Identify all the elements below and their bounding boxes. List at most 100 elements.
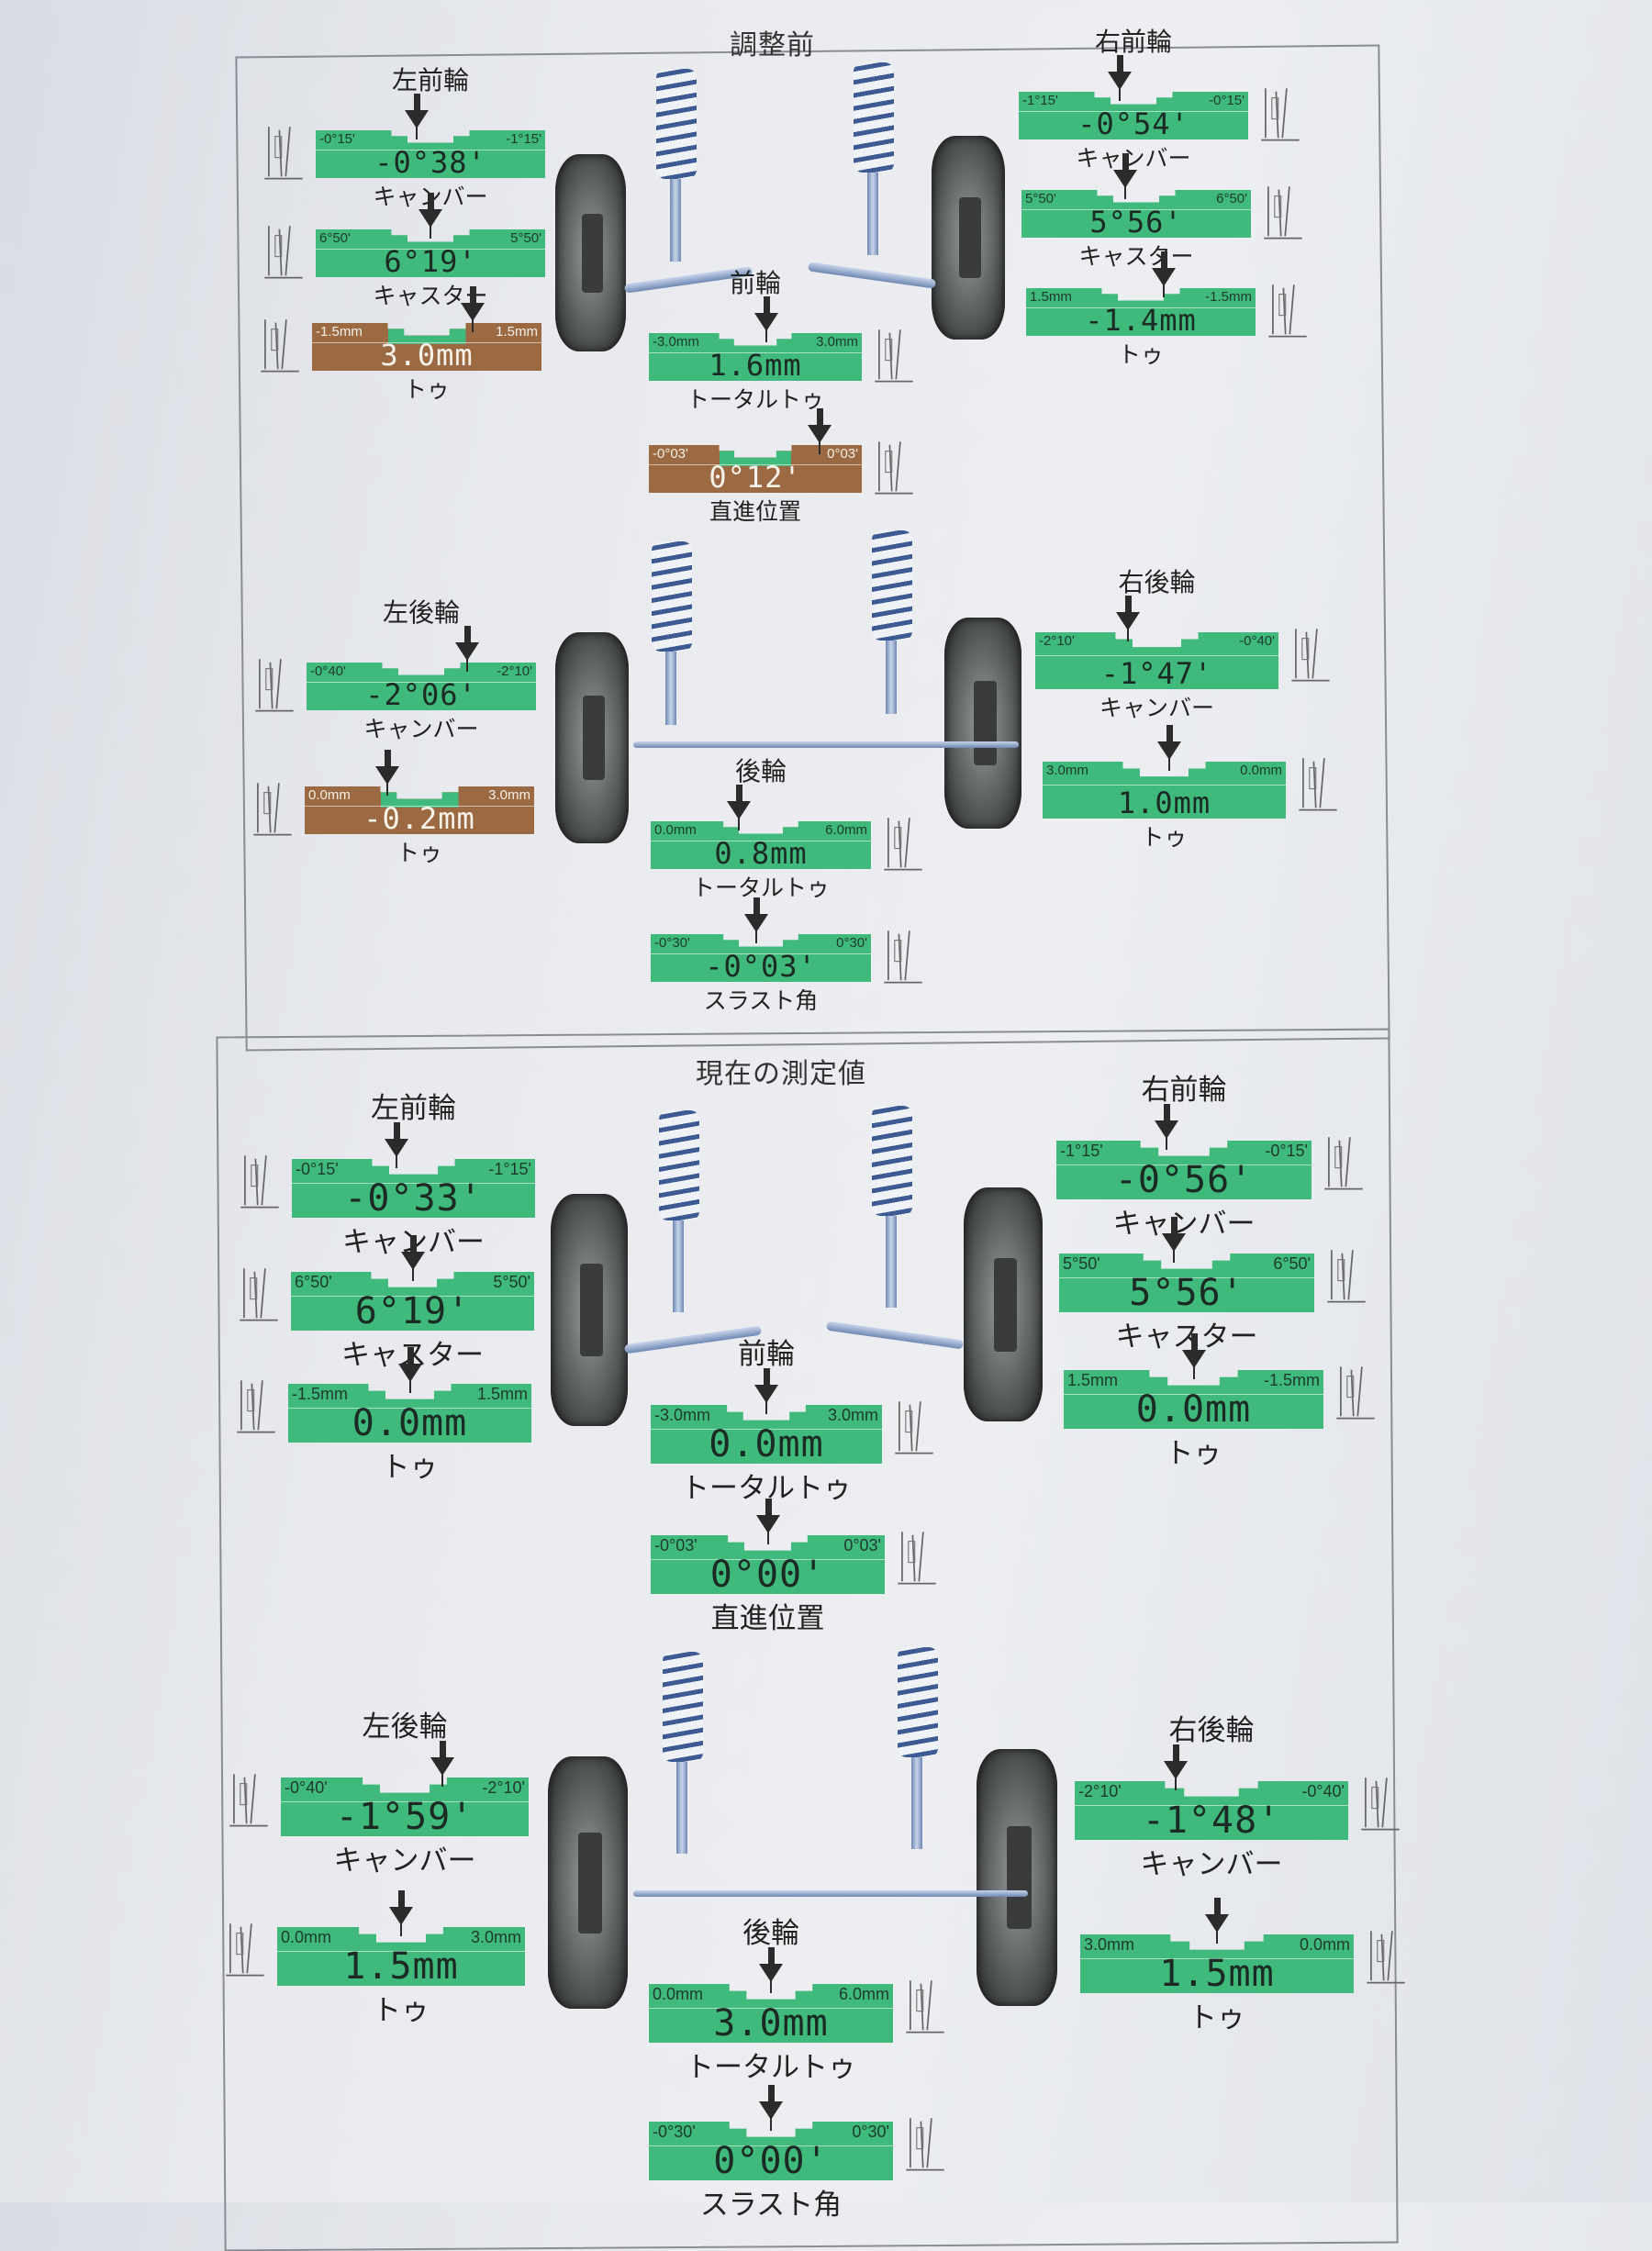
wheel-position-label: 前輪 — [738, 1338, 795, 1371]
range-min-label: -0°30' — [653, 2123, 696, 2141]
range-min-label: 1.5mm — [1067, 1371, 1119, 1389]
wheel-position-label: 右前輪 — [1141, 1074, 1227, 1107]
spring-icon — [663, 1652, 703, 1762]
axle-icon — [633, 1890, 1028, 1897]
measurement-caption: トータルトゥ — [686, 2051, 856, 2084]
scale-divider — [1064, 1393, 1323, 1395]
pointer-arrow-icon — [375, 750, 399, 797]
measurement-caption: トゥ — [381, 1451, 439, 1484]
pointer-arrow-icon — [755, 1499, 780, 1546]
range-min-label: 5°50' — [1025, 191, 1056, 206]
range-max-label: 0°03' — [827, 446, 858, 462]
measurement-caption: トゥ — [1141, 824, 1188, 851]
measured-value: 5°56' — [1129, 1272, 1245, 1314]
spring-icon — [656, 69, 697, 179]
range-max-label: 1.5mm — [496, 324, 538, 340]
range-min-label: -1.5mm — [316, 324, 363, 340]
scale-divider — [651, 1428, 882, 1430]
strut-icon — [670, 179, 681, 262]
strut-icon — [867, 173, 878, 255]
measurement-caption: トータルトゥ — [691, 875, 830, 901]
gauge-rf-caster: 5°50'6°50'5°56'キャスター — [1059, 1217, 1366, 1354]
scale-divider — [649, 2145, 893, 2146]
range-min-label: 3.0mm — [1046, 763, 1088, 778]
scale-divider — [281, 1800, 529, 1802]
wheel-position-label: 右前輪 — [1094, 27, 1172, 57]
range-max-label: 5°50' — [493, 1273, 530, 1291]
range-min-label: -1°15' — [1022, 93, 1058, 108]
measured-value: 3.0mm — [713, 2002, 829, 2045]
toe-diagram-icon — [873, 324, 915, 388]
axle-icon — [633, 741, 1019, 748]
measured-value: -0°38' — [374, 145, 486, 180]
caster-diagram-icon — [262, 220, 305, 284]
measured-value: 5°56' — [1089, 205, 1183, 240]
gauge-lf-caster: 6°50'5°50'6°19'キャスター — [264, 193, 545, 309]
pointer-arrow-icon — [1162, 1217, 1187, 1265]
measured-value: 1.0mm — [1117, 786, 1211, 820]
range-min-label: -3.0mm — [654, 1406, 711, 1424]
measured-value: -1.4mm — [1085, 303, 1197, 338]
measurement-caption: キャスター — [373, 283, 488, 309]
measurement-caption: 直進位置 — [710, 1602, 825, 1635]
wheel-position-label: 前輪 — [729, 268, 781, 298]
pointer-arrow-icon — [1152, 251, 1176, 299]
wheel-icon — [964, 1187, 1043, 1421]
pointer-arrow-icon — [754, 1368, 778, 1416]
toe-diagram-icon — [893, 1396, 935, 1460]
range-max-label: 3.0mm — [470, 1928, 521, 1946]
wheel-icon — [548, 1756, 628, 2009]
scale-divider — [305, 805, 534, 807]
measurement-caption: トゥ — [396, 840, 442, 866]
measured-value: 0°00' — [713, 2140, 829, 2182]
measurement-caption: トゥ — [403, 376, 450, 403]
scale-divider — [649, 2007, 893, 2009]
range-min-label: -0°30' — [654, 935, 690, 951]
gauge-rf-camber: -1°15'-0°15'-0°56'キャンバー右前輪 — [1056, 1074, 1363, 1241]
measured-value: -1°47' — [1100, 656, 1213, 691]
scale-divider — [288, 1407, 531, 1409]
strut-icon — [676, 1762, 687, 1854]
measurement-caption: キャンバー — [333, 1844, 476, 1878]
camber-diagram-icon — [239, 1150, 281, 1214]
range-min-label: 0.0mm — [654, 822, 697, 838]
scale-divider — [1026, 306, 1256, 308]
toe-diagram-icon — [1297, 752, 1339, 817]
range-max-label: 0.0mm — [1299, 1935, 1350, 1954]
range-min-label: 0.0mm — [281, 1928, 332, 1946]
toe-diagram-icon — [235, 1375, 277, 1439]
range-min-label: 5°50' — [1063, 1254, 1100, 1273]
gauge-r-thrust: -0°30'0°30'-0°03'スラスト角 — [651, 897, 922, 1014]
camber-diagram-icon — [1259, 83, 1301, 147]
scale-divider — [1075, 1804, 1348, 1806]
toe-diagram-icon — [224, 1918, 266, 1982]
toe-diagram-icon — [904, 1975, 946, 2039]
range-min-label: -0°15' — [319, 131, 355, 147]
range-max-label: -1°15' — [488, 1160, 531, 1178]
pointer-arrow-icon — [1108, 55, 1132, 103]
wheel-icon — [932, 136, 1005, 340]
camber-diagram-icon — [1289, 623, 1332, 687]
range-min-label: -1°15' — [1060, 1142, 1103, 1160]
range-max-label: -1°15' — [506, 131, 541, 147]
measured-value: -0°54' — [1077, 106, 1189, 141]
wheel-position-label: 左前輪 — [391, 65, 469, 95]
range-max-label: 6.0mm — [838, 1985, 889, 2003]
gauge-rf-camber: -1°15'-0°15'-0°54'キャンバー右前輪 — [1019, 27, 1300, 172]
range-max-label: 1.5mm — [476, 1385, 528, 1403]
measured-value: 3.0mm — [380, 338, 474, 373]
scale-divider — [292, 1182, 535, 1184]
pointer-arrow-icon — [1154, 1104, 1178, 1152]
measurement-caption: トゥ — [373, 1994, 430, 2027]
pointer-arrow-icon — [727, 785, 751, 832]
pointer-arrow-icon — [400, 1235, 425, 1283]
range-min-label: 6°50' — [295, 1273, 332, 1291]
range-min-label: 0.0mm — [308, 787, 351, 803]
wheel-icon — [555, 632, 629, 843]
pointer-arrow-icon — [807, 408, 832, 456]
measured-value: 6°19' — [354, 1290, 471, 1332]
measured-value: -0°56' — [1114, 1159, 1254, 1201]
